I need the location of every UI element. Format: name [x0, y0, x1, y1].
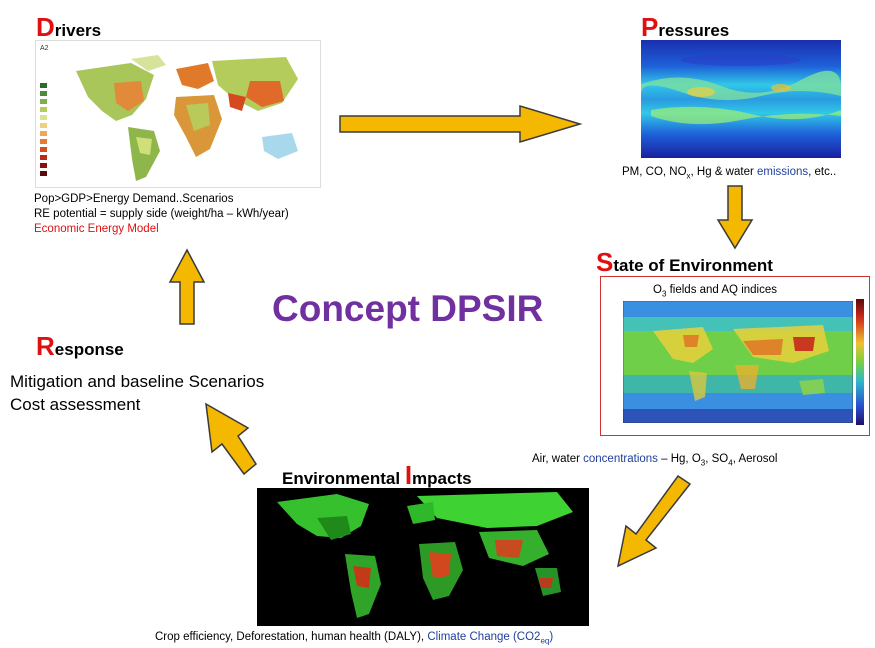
pressures-emission-map: [641, 40, 841, 158]
arrow-drivers-to-pressures: [339, 104, 583, 144]
state-inset-sub: 3: [661, 289, 667, 299]
impacts-heading-rest: mpacts: [412, 469, 472, 488]
state-inset-post: fields and AQ indices: [666, 284, 777, 296]
arrow-response-to-drivers: [168, 248, 206, 325]
pressures-caption: PM, CO, NOx, Hg & water emissions, etc..: [622, 165, 836, 182]
state-caption-sub2: 4: [728, 458, 733, 468]
impacts-caption-pre: Crop efficiency, Deforestation, human he…: [155, 631, 428, 643]
drivers-map-label: A2: [40, 45, 49, 52]
arrow-impacts-to-response: [205, 402, 257, 476]
state-caption-post: , Aerosol: [732, 453, 778, 465]
pressures-caption-mid: , Hg & water: [690, 166, 757, 178]
state-caption-sub1: 3: [700, 458, 706, 468]
pressures-heading-initial: P: [641, 12, 659, 42]
impacts-vegetation-map: [257, 488, 589, 626]
drivers-caption-line-2: RE potential = supply side (weight/ha – …: [34, 207, 289, 220]
state-caption-pre: Air, water: [532, 453, 584, 465]
state-inset-label: O3 fields and AQ indices: [653, 283, 777, 300]
drivers-heading-initial: D: [36, 12, 55, 42]
response-line-2: Cost assessment: [10, 394, 141, 414]
impacts-caption-post: ): [549, 631, 554, 643]
drivers-world-map: A2: [35, 40, 321, 188]
pressures-heading: Pressures: [641, 14, 729, 40]
drivers-model-label: Economic Energy Model: [34, 222, 159, 235]
climate-change-link[interactable]: Climate Change (CO2: [427, 631, 541, 643]
drivers-heading: Drivers: [36, 14, 101, 40]
response-line-1: Mitigation and baseline Scenarios: [10, 372, 265, 391]
state-heading-initial: S: [596, 247, 614, 277]
state-ozone-map: O3 fields and AQ indices: [600, 276, 870, 436]
concept-title: Concept DPSIR: [272, 288, 544, 329]
pressures-caption-post: , etc..: [808, 166, 837, 178]
state-heading: State of Environment: [596, 249, 773, 275]
impacts-heading-initial: I: [404, 460, 413, 490]
impacts-caption-sub: eq: [540, 636, 550, 646]
response-heading-rest: esponse: [54, 340, 124, 359]
emissions-link[interactable]: emissions: [757, 166, 809, 178]
drivers-heading-rest: rivers: [54, 21, 102, 40]
impacts-caption: Crop efficiency, Deforestation, human he…: [155, 630, 553, 647]
response-heading: Response: [36, 333, 124, 359]
impacts-heading-prefix: Environmental: [282, 469, 405, 488]
drivers-caption: Pop>GDP>Energy Demand..Scenarios RE pote…: [34, 192, 289, 237]
state-caption-mid2: , SO: [705, 453, 729, 465]
pressures-caption-pre: PM, CO, NO: [622, 166, 687, 178]
pressures-caption-sub: x: [686, 171, 691, 181]
state-inset-pre: O: [653, 284, 662, 296]
response-text: Mitigation and baseline Scenarios Cost a…: [10, 371, 264, 417]
concentrations-link[interactable]: concentrations: [583, 453, 658, 465]
state-caption: Air, water concentrations – Hg, O3, SO4,…: [532, 452, 777, 469]
drivers-caption-line-1: Pop>GDP>Energy Demand..Scenarios: [34, 193, 234, 205]
arrow-pressures-to-state: [716, 185, 754, 250]
pressures-heading-rest: ressures: [658, 21, 730, 40]
state-caption-mid1: – Hg, O: [657, 453, 701, 465]
arrow-state-to-impacts: [616, 474, 692, 568]
response-heading-initial: R: [36, 331, 55, 361]
impacts-heading: Environmental Impacts: [282, 462, 472, 488]
state-heading-rest: tate of Environment: [613, 256, 773, 275]
